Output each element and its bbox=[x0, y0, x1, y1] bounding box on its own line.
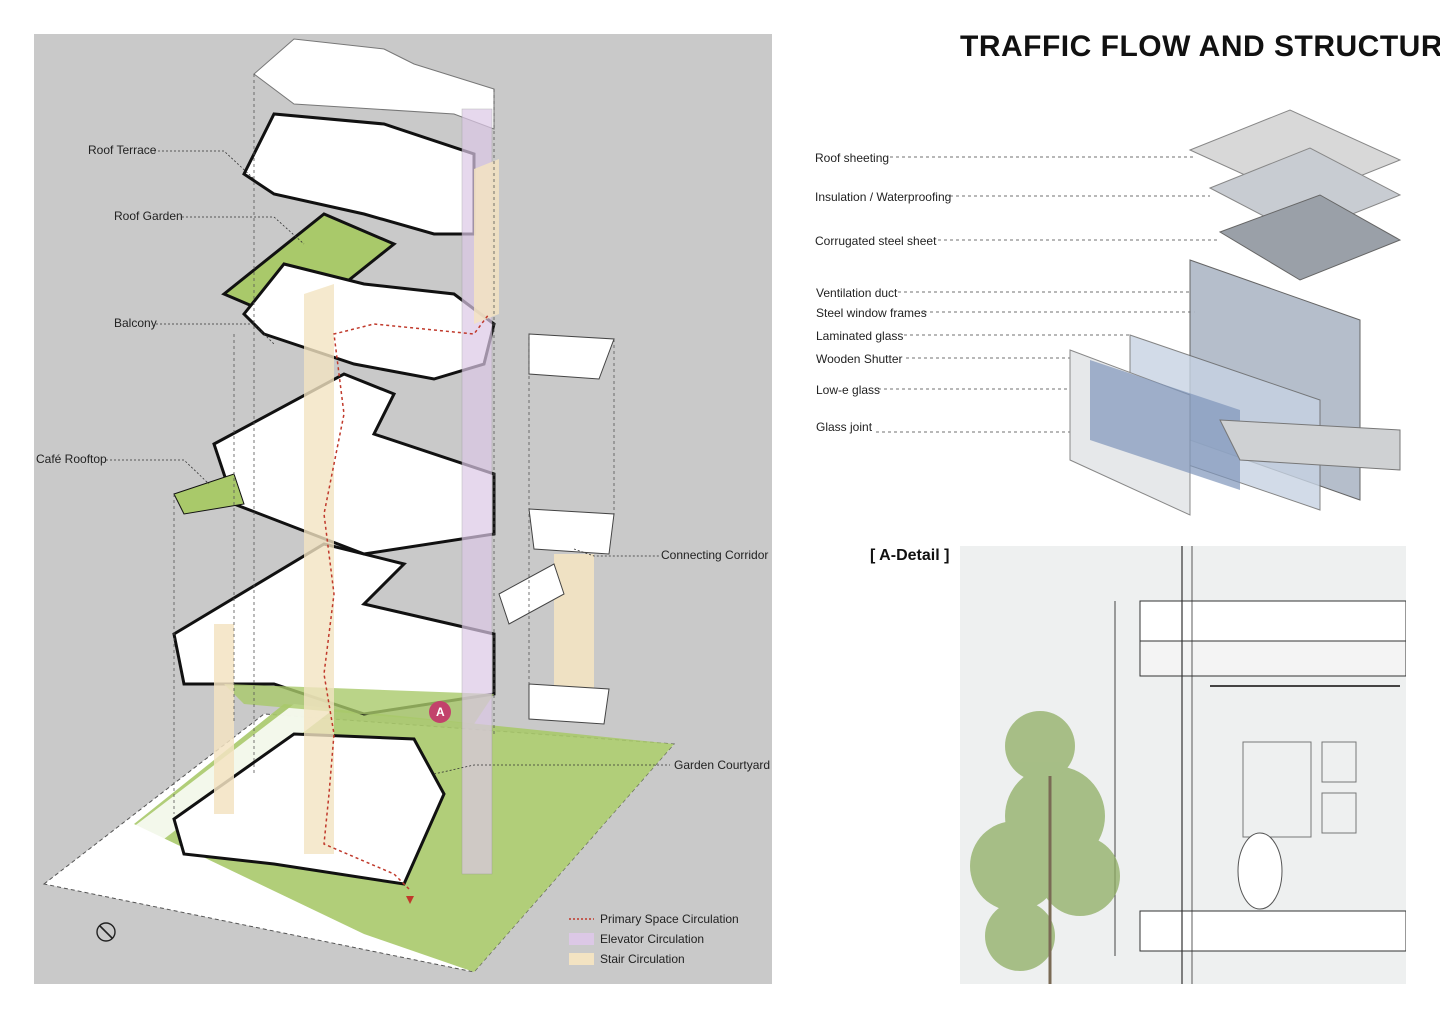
page-title: TRAFFIC FLOW AND STRUCTURE bbox=[960, 30, 1440, 63]
marker-a-circle bbox=[429, 701, 451, 723]
label-connecting-corridor: Connecting Corridor bbox=[661, 548, 769, 562]
circulation-arrow bbox=[406, 896, 414, 904]
stair-shaft-right bbox=[474, 159, 499, 324]
facade-layers-drawing bbox=[876, 109, 1402, 516]
small-picture-frame-1 bbox=[1321, 741, 1357, 783]
third-floor-block bbox=[241, 262, 496, 381]
wooden-shutter-layer bbox=[1090, 360, 1240, 490]
projection-lines bbox=[173, 74, 615, 814]
legend-elevator-swatch bbox=[569, 933, 594, 945]
legend-stair-label: Stair Circulation bbox=[600, 952, 685, 966]
stair-shaft-center bbox=[304, 284, 334, 854]
layer-label-roof-sheeting: Roof sheeting bbox=[815, 151, 890, 165]
north-arrow-icon bbox=[96, 922, 116, 942]
deer-picture-frame bbox=[1242, 741, 1312, 838]
axonometric-drawing bbox=[42, 38, 676, 973]
layer-label-laminated-glass: Laminated glass bbox=[816, 329, 904, 343]
upper-slab bbox=[1139, 600, 1406, 642]
layer-label-ventilation-duct: Ventilation duct bbox=[816, 286, 898, 300]
primary-circulation-path bbox=[323, 313, 490, 890]
first-floor-green bbox=[224, 684, 494, 724]
cafe-rooftop-green bbox=[173, 473, 245, 515]
legend-elevator-label: Elevator Circulation bbox=[600, 932, 705, 946]
roof-terrace-block bbox=[242, 112, 476, 236]
layer-label-low-e-glass: Low-e glass bbox=[816, 383, 881, 397]
legend-primary-label: Primary Space Circulation bbox=[600, 912, 739, 926]
legend-stair-swatch bbox=[569, 953, 594, 965]
marker-a-label: A bbox=[436, 705, 445, 719]
corridor-ramp bbox=[498, 563, 565, 625]
label-balcony: Balcony bbox=[114, 316, 157, 330]
stair-shaft-left bbox=[214, 624, 234, 814]
small-picture-frame-2 bbox=[1321, 792, 1357, 834]
a-detail-section bbox=[960, 546, 1406, 984]
layer-label-corrugated: Corrugated steel sheet bbox=[815, 234, 937, 248]
layer-label-steel-window-frames: Steel window frames bbox=[816, 306, 927, 320]
layer-label-insulation: Insulation / Waterproofing bbox=[815, 190, 952, 204]
layer-label-wooden-shutter: Wooden Shutter bbox=[816, 352, 903, 366]
layer-label-glass-joint: Glass joint bbox=[816, 420, 873, 434]
slab-layer bbox=[1219, 419, 1401, 471]
upper-slab-core bbox=[1139, 640, 1406, 677]
label-roof-terrace: Roof Terrace bbox=[88, 143, 157, 157]
corridor-bottom-box bbox=[528, 683, 610, 725]
a-detail-drawing bbox=[970, 546, 1406, 984]
label-roof-garden: Roof Garden bbox=[114, 209, 183, 223]
label-garden-courtyard: Garden Courtyard bbox=[674, 758, 771, 772]
lower-slab bbox=[1139, 910, 1406, 952]
detail-title: [ A-Detail ] bbox=[870, 547, 950, 564]
layer-leader-lines bbox=[876, 156, 1220, 433]
corridor-mid-box bbox=[528, 508, 615, 555]
leader-lines bbox=[106, 150, 670, 775]
tree-illustration bbox=[970, 711, 1120, 971]
axonometric-panel: Roof Terrace Roof Garden Balcony Café Ro… bbox=[34, 34, 772, 984]
corrugated-layer bbox=[1218, 194, 1402, 281]
person-figure bbox=[1237, 832, 1283, 910]
label-cafe-rooftop: Café Rooftop bbox=[36, 452, 107, 466]
corridor-top-box bbox=[528, 333, 615, 380]
second-floor-block bbox=[212, 372, 496, 556]
